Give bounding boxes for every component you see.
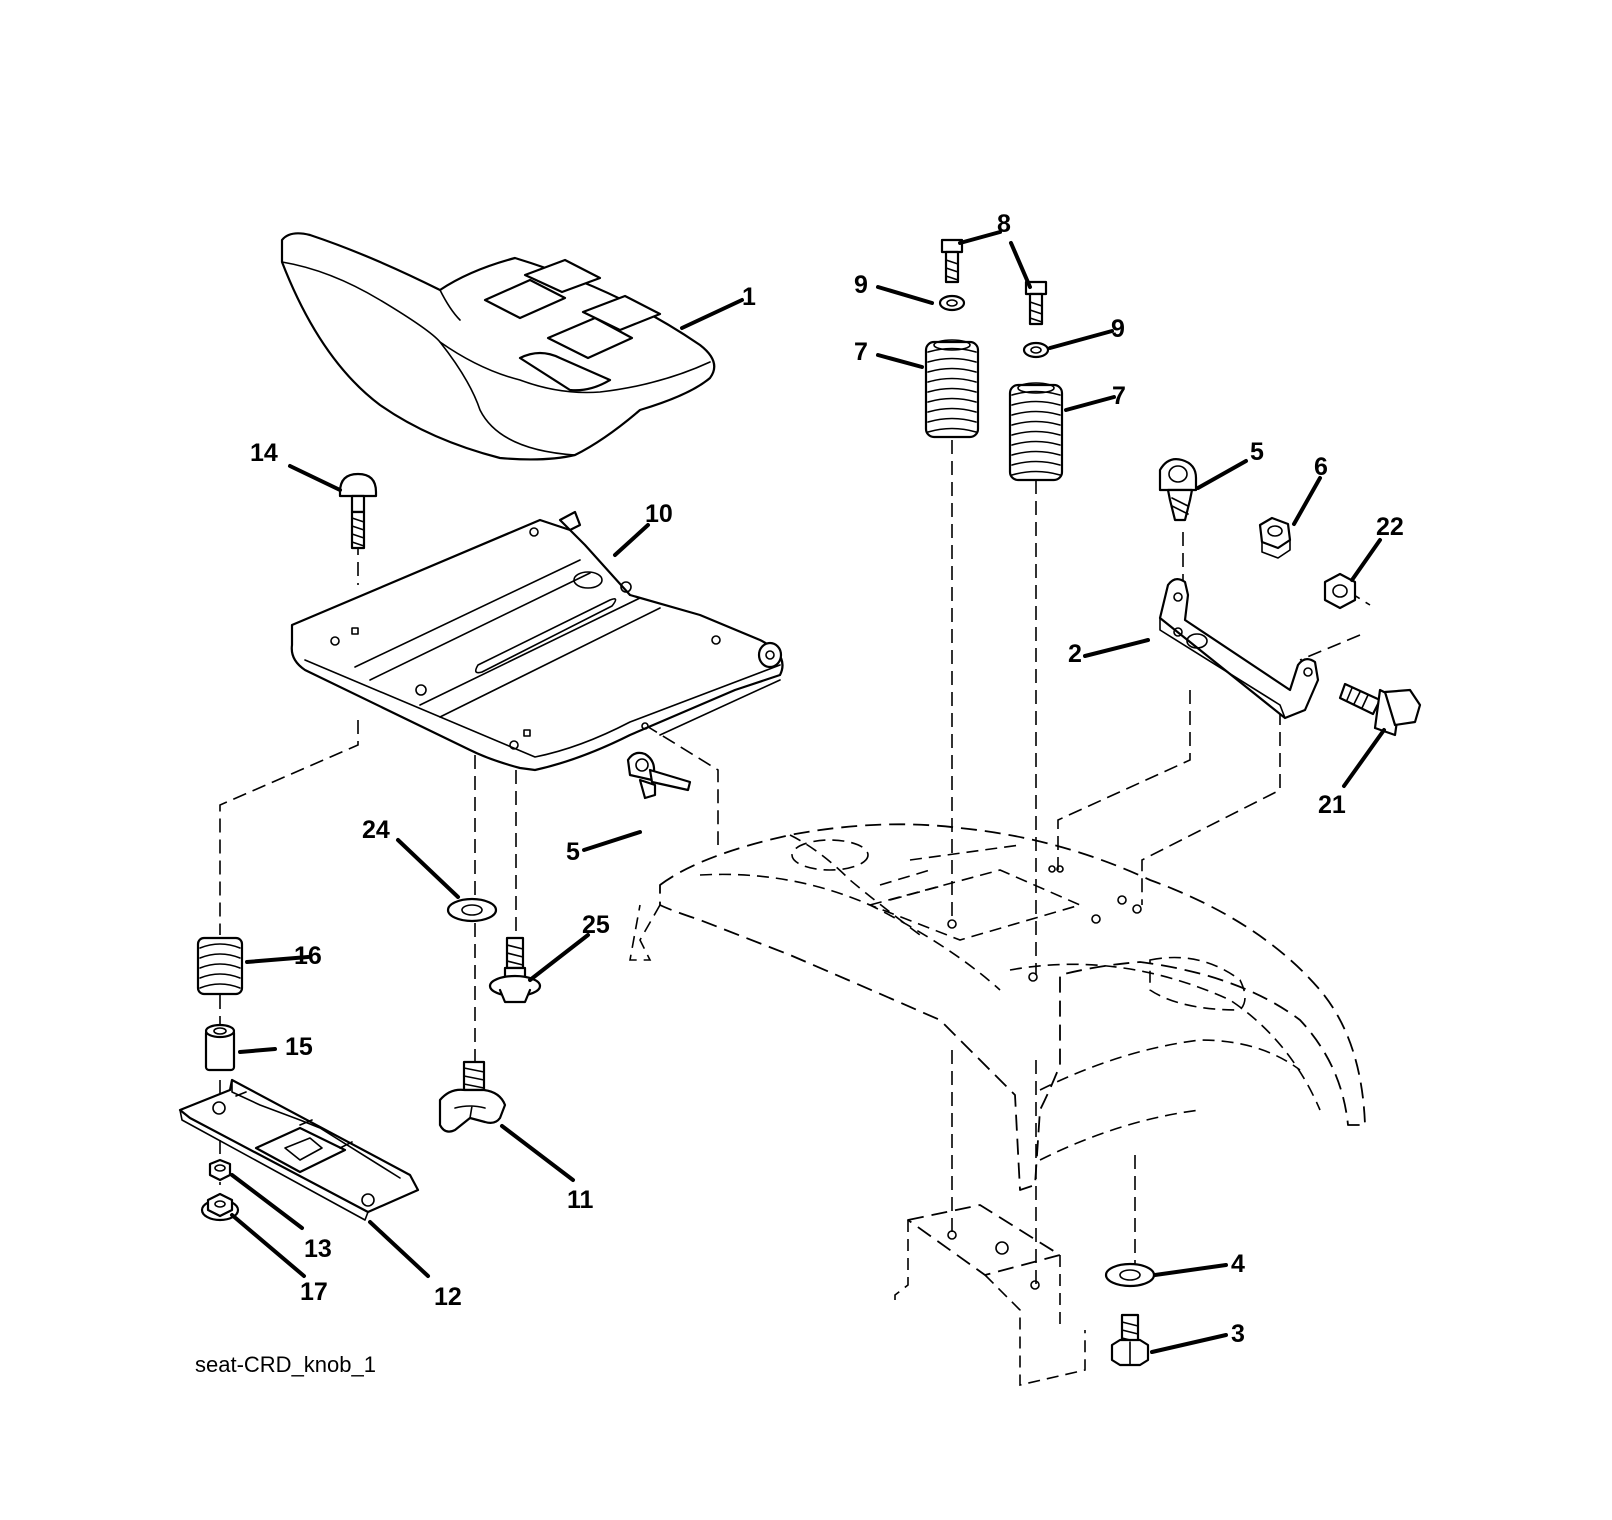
flat-washer-frame <box>1104 1262 1156 1288</box>
compression-spring-small <box>196 936 244 996</box>
flat-washer-seat <box>446 897 498 923</box>
washer-left <box>938 294 966 312</box>
washer-right <box>1022 341 1050 359</box>
spacer <box>204 1023 236 1072</box>
lock-nut <box>1258 516 1292 559</box>
callout-13: 13 <box>304 1235 332 1263</box>
callout-17: 17 <box>300 1278 328 1306</box>
hex-nut <box>1323 572 1357 610</box>
carriage-bolt <box>338 472 378 550</box>
callout-22: 22 <box>1376 513 1404 541</box>
callout-8: 8 <box>997 210 1011 238</box>
callout-7-right: 7 <box>1112 382 1126 410</box>
callout-24: 24 <box>362 816 390 844</box>
shoulder-bolt <box>1338 682 1422 737</box>
spring-right <box>1008 382 1064 482</box>
shoulder-screw <box>488 936 542 1004</box>
callout-15: 15 <box>285 1033 313 1061</box>
callout-16: 16 <box>294 942 322 970</box>
tractor-fender-frame <box>629 823 1366 1191</box>
callout-numbers: 1 2 3 4 5 5 6 7 7 8 9 9 10 11 12 13 14 1… <box>250 210 1404 1348</box>
nut-small <box>208 1158 232 1182</box>
frame-lower-bracket <box>894 1204 1086 1387</box>
flange-nut <box>200 1192 240 1222</box>
callout-25: 25 <box>582 911 610 939</box>
leader-lines <box>230 230 1386 1354</box>
callout-9-right: 9 <box>1111 315 1125 343</box>
spring-left <box>924 339 980 439</box>
seat-slide-plate <box>178 1078 420 1221</box>
callout-21: 21 <box>1318 791 1346 819</box>
callout-6: 6 <box>1314 453 1328 481</box>
callout-12: 12 <box>434 1283 462 1311</box>
callout-10: 10 <box>645 500 673 528</box>
seat <box>280 232 716 461</box>
cable-clip-lower <box>626 751 692 800</box>
callout-11: 11 <box>567 1186 594 1214</box>
hex-bolt-frame <box>1110 1313 1150 1367</box>
callout-3: 3 <box>1231 1320 1245 1348</box>
callout-4: 4 <box>1231 1250 1245 1278</box>
cable-clip-upper <box>1158 458 1198 522</box>
seat-bracket <box>1158 578 1320 720</box>
callout-7-left: 7 <box>854 338 868 366</box>
callout-2: 2 <box>1068 640 1082 668</box>
callout-9-left: 9 <box>854 271 868 299</box>
callout-14: 14 <box>250 439 278 467</box>
seat-pan <box>290 510 784 772</box>
seat-adjust-knob <box>438 1060 507 1133</box>
callout-5-upper: 5 <box>1250 438 1264 466</box>
callout-5-lower: 5 <box>566 838 580 866</box>
diagram-caption: seat-CRD_knob_1 <box>195 1352 376 1377</box>
callout-1: 1 <box>742 283 756 311</box>
hex-bolt-left <box>940 238 964 284</box>
